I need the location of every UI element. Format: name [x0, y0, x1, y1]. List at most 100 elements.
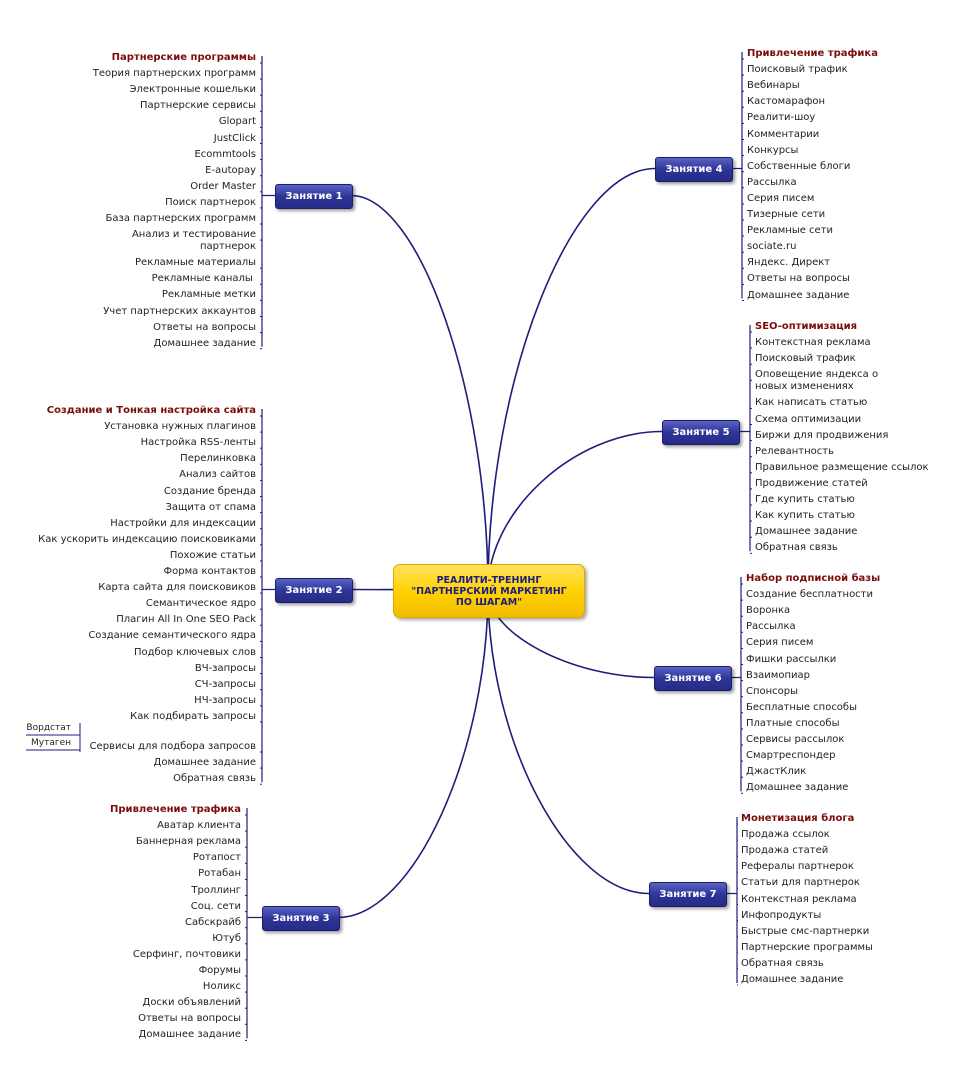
topic-item[interactable]: Быстрые смс-партнерки — [741, 925, 870, 937]
lesson-node[interactable]: Занятие 1 — [275, 184, 353, 209]
topic-item[interactable]: Glopart — [218, 116, 256, 128]
topic-item[interactable]: Домашнее задание — [153, 757, 256, 769]
topic-item[interactable]: Рассылка — [747, 176, 797, 188]
topic-item[interactable]: Форма контактов — [163, 566, 256, 577]
topic-item[interactable]: Перелинковка — [180, 453, 256, 465]
topic-item[interactable]: Домашнее задание — [741, 974, 844, 985]
topic-item[interactable]: Обратная связь — [173, 773, 256, 785]
topic-item[interactable]: Правильное размещение ссылок — [755, 461, 929, 473]
topic-item[interactable]: Домашнее задание — [747, 289, 850, 301]
topic-header[interactable]: Создание и Тонкая настройка сайта — [46, 405, 256, 416]
topic-item[interactable]: Ютуб — [212, 932, 241, 944]
topic-item[interactable]: Рекламные материалы — [135, 257, 256, 269]
topic-item[interactable]: Как написать статью — [755, 397, 868, 409]
topic-item[interactable]: Домашнее задание — [138, 1029, 241, 1041]
topic-item[interactable]: Фишки рассылки — [746, 653, 837, 665]
topic-item[interactable]: Биржи для продвижения — [755, 429, 889, 441]
topic-item[interactable]: Аватар клиента — [157, 820, 241, 832]
topic-header[interactable]: Набор подписной базы — [746, 573, 881, 584]
topic-item[interactable]: Рефералы партнерок — [741, 861, 854, 873]
topic-header[interactable]: Привлечение трафика — [747, 48, 878, 59]
topic-item[interactable]: Платные способы — [746, 717, 840, 729]
topic-item[interactable]: sociate.ru — [747, 241, 797, 253]
topic-item[interactable]: JustClick — [213, 132, 256, 144]
topic-item[interactable]: Продажа ссылок — [741, 829, 830, 841]
topic-item[interactable]: Домашнее задание — [153, 337, 256, 349]
topic-item[interactable]: Создание семантического ядра — [88, 630, 256, 642]
topic-item[interactable]: Обратная связь — [741, 957, 824, 969]
topic-item[interactable]: Рекламные каналы — [151, 273, 256, 285]
topic-item[interactable]: Ноликс — [202, 981, 241, 993]
topic-item[interactable]: Смартреспондер — [746, 750, 836, 762]
lesson-node[interactable]: Занятие 6 — [654, 666, 732, 691]
topic-item[interactable]: Семантическое ядро — [145, 598, 256, 610]
topic-item[interactable]: База партнерских программ — [105, 213, 256, 224]
topic-item[interactable]: Сабскрайб — [185, 916, 241, 928]
topic-item[interactable]: Продажа статей — [741, 845, 829, 857]
topic-item[interactable]: Конкурсы — [747, 144, 799, 156]
topic-item[interactable]: Релевантность — [755, 445, 834, 457]
topic-item[interactable]: Серия писем — [747, 192, 815, 204]
lesson-node[interactable]: Занятие 7 — [649, 882, 727, 907]
topic-item[interactable]: Плагин All In One SEO Pack — [116, 614, 256, 626]
topic-item[interactable]: Настройка RSS-ленты — [140, 437, 256, 449]
topic-item[interactable]: Ротапост — [192, 852, 241, 864]
topic-item[interactable]: ДжастКлик — [746, 766, 807, 778]
topic-item[interactable]: НЧ-запросы — [194, 694, 256, 706]
topic-item[interactable]: Рекламные метки — [161, 289, 256, 301]
topic-item[interactable]: Сервисы для подбора запросов — [89, 741, 256, 752]
topic-item[interactable]: Ответы на вопросы — [747, 273, 850, 285]
topic-item[interactable]: Инфопродукты — [741, 909, 822, 921]
topic-item[interactable]: СЧ-запросы — [194, 678, 256, 690]
topic-item[interactable]: Поиск партнерок — [165, 196, 256, 208]
topic-item[interactable]: Как купить статью — [755, 510, 855, 522]
topic-item[interactable]: Бесплатные способы — [746, 701, 857, 713]
topic-item[interactable]: Соц. сети — [190, 900, 241, 912]
topic-item[interactable]: Ответы на вопросы — [138, 1013, 241, 1025]
topic-item[interactable]: Комментарии — [747, 128, 820, 140]
topic-item[interactable]: Учет партнерских аккаунтов — [103, 305, 256, 317]
topic-item[interactable]: ВЧ-запросы — [194, 662, 256, 674]
topic-item[interactable]: E-autopay — [205, 164, 256, 176]
topic-item[interactable]: Создание бесплатности — [746, 589, 874, 601]
topic-item[interactable]: Воронка — [746, 605, 791, 617]
topic-item[interactable]: Яндекс. Директ — [747, 257, 831, 269]
topic-item[interactable]: Анализ сайтов — [179, 469, 256, 481]
topic-header[interactable]: Монетизация блога — [741, 813, 855, 824]
topic-item[interactable]: Order Master — [190, 180, 256, 192]
topic-item[interactable]: Установка нужных плагинов — [104, 421, 256, 433]
topic-item[interactable]: Статьи для партнерок — [741, 877, 860, 889]
topic-header[interactable]: Привлечение трафика — [110, 804, 241, 815]
subtopic-item[interactable]: Мутаген — [31, 738, 71, 748]
topic-item[interactable]: Поисковый трафик — [747, 64, 848, 76]
topic-item[interactable]: Кастомарафон — [747, 96, 826, 108]
topic-item[interactable]: Контекстная реклама — [741, 893, 857, 905]
topic-item[interactable]: Защита от спама — [165, 501, 256, 513]
topic-item[interactable]: Создание бренда — [163, 485, 256, 497]
subtopic-item[interactable]: Вордстат — [26, 723, 71, 733]
topic-item[interactable]: Оповещение яндекса о новых изменениях — [755, 369, 879, 393]
topic-item[interactable]: Подбор ключевых слов — [133, 646, 256, 658]
topic-item[interactable]: Похожие статьи — [169, 549, 256, 561]
topic-item[interactable]: Партнерские сервисы — [139, 100, 256, 112]
topic-item[interactable]: Рассылка — [746, 621, 796, 633]
topic-item[interactable]: Тизерные сети — [747, 209, 826, 220]
topic-item[interactable]: Поисковый трафик — [755, 353, 856, 365]
topic-item[interactable]: Как подбирать запросы — [130, 710, 256, 722]
topic-item[interactable]: Серия писем — [746, 637, 814, 649]
topic-item[interactable]: Форумы — [198, 965, 241, 976]
topic-item[interactable]: Настройки для индексации — [110, 517, 256, 529]
topic-item[interactable]: Схема оптимизации — [755, 413, 862, 425]
topic-item[interactable]: Ответы на вопросы — [153, 321, 256, 333]
topic-item[interactable]: Обратная связь — [755, 542, 838, 554]
topic-item[interactable]: Баннерная реклама — [135, 836, 241, 848]
topic-item[interactable]: Контекстная реклама — [755, 337, 871, 349]
topic-item[interactable]: Как ускорить индексацию поисковиками — [38, 533, 256, 545]
topic-item[interactable]: Сервисы рассылок — [746, 734, 845, 745]
central-topic[interactable]: РЕАЛИТИ-ТРЕНИНГ "ПАРТНЕРСКИЙ МАРКЕТИНГ П… — [393, 564, 585, 618]
topic-item[interactable]: Серфинг, почтовики — [132, 948, 241, 960]
lesson-node[interactable]: Занятие 5 — [662, 420, 740, 445]
topic-item[interactable]: Продвижение статей — [755, 477, 868, 489]
topic-item[interactable]: Теория партнерских программ — [92, 68, 256, 80]
topic-item[interactable]: Электронные кошельки — [129, 84, 256, 96]
